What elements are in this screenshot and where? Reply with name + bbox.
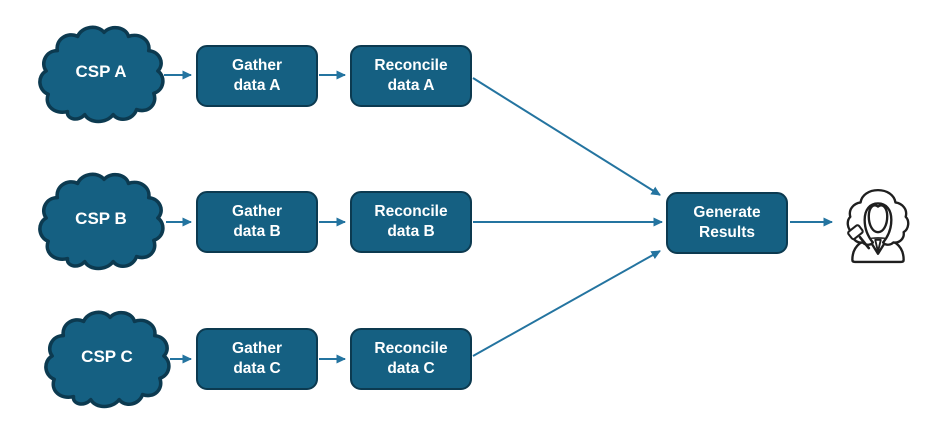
box-line-2: data B (387, 223, 435, 240)
box-line-1: Gather (232, 202, 282, 220)
arrow-reconcile-a-to-generate (472, 77, 661, 196)
cloud-label: CSP C (81, 347, 133, 366)
cloud-icon (44, 310, 171, 409)
box-line-2: data C (233, 360, 281, 377)
box-line-2: data A (233, 77, 281, 94)
box-line-2: data B (233, 223, 281, 240)
box-line-1: Gather (232, 339, 282, 357)
box-line-2: data C (387, 360, 435, 377)
reconcile-data-c-box: Reconcile data C (350, 328, 472, 390)
gather-data-c-box: Gather data C (196, 328, 318, 390)
cloud-csp-c: CSP C (42, 308, 172, 410)
gather-data-b-box: Gather data B (196, 191, 318, 253)
box-line-1: Generate (693, 203, 761, 221)
box-line-1: Reconcile (374, 339, 448, 357)
box-line-2: Results (699, 224, 755, 241)
cloud-label: CSP A (75, 62, 127, 81)
cloud-label: CSP B (75, 209, 127, 228)
box-line-1: Reconcile (374, 202, 448, 220)
cloud-csp-b: CSP B (36, 170, 166, 272)
box-line-1: Reconcile (374, 56, 448, 74)
judge-with-gavel-icon (838, 185, 918, 265)
box-line-2: data A (387, 77, 435, 94)
cloud-csp-a: CSP A (36, 23, 166, 125)
arrow-reconcile-c-to-generate (472, 250, 661, 357)
cloud-icon (38, 172, 165, 271)
box-line-1: Gather (232, 56, 282, 74)
generate-results-box: Generate Results (666, 192, 788, 254)
reconcile-data-a-box: Reconcile data A (350, 45, 472, 107)
gather-data-a-box: Gather data A (196, 45, 318, 107)
reconcile-data-b-box: Reconcile data B (350, 191, 472, 253)
cloud-icon (38, 25, 165, 124)
